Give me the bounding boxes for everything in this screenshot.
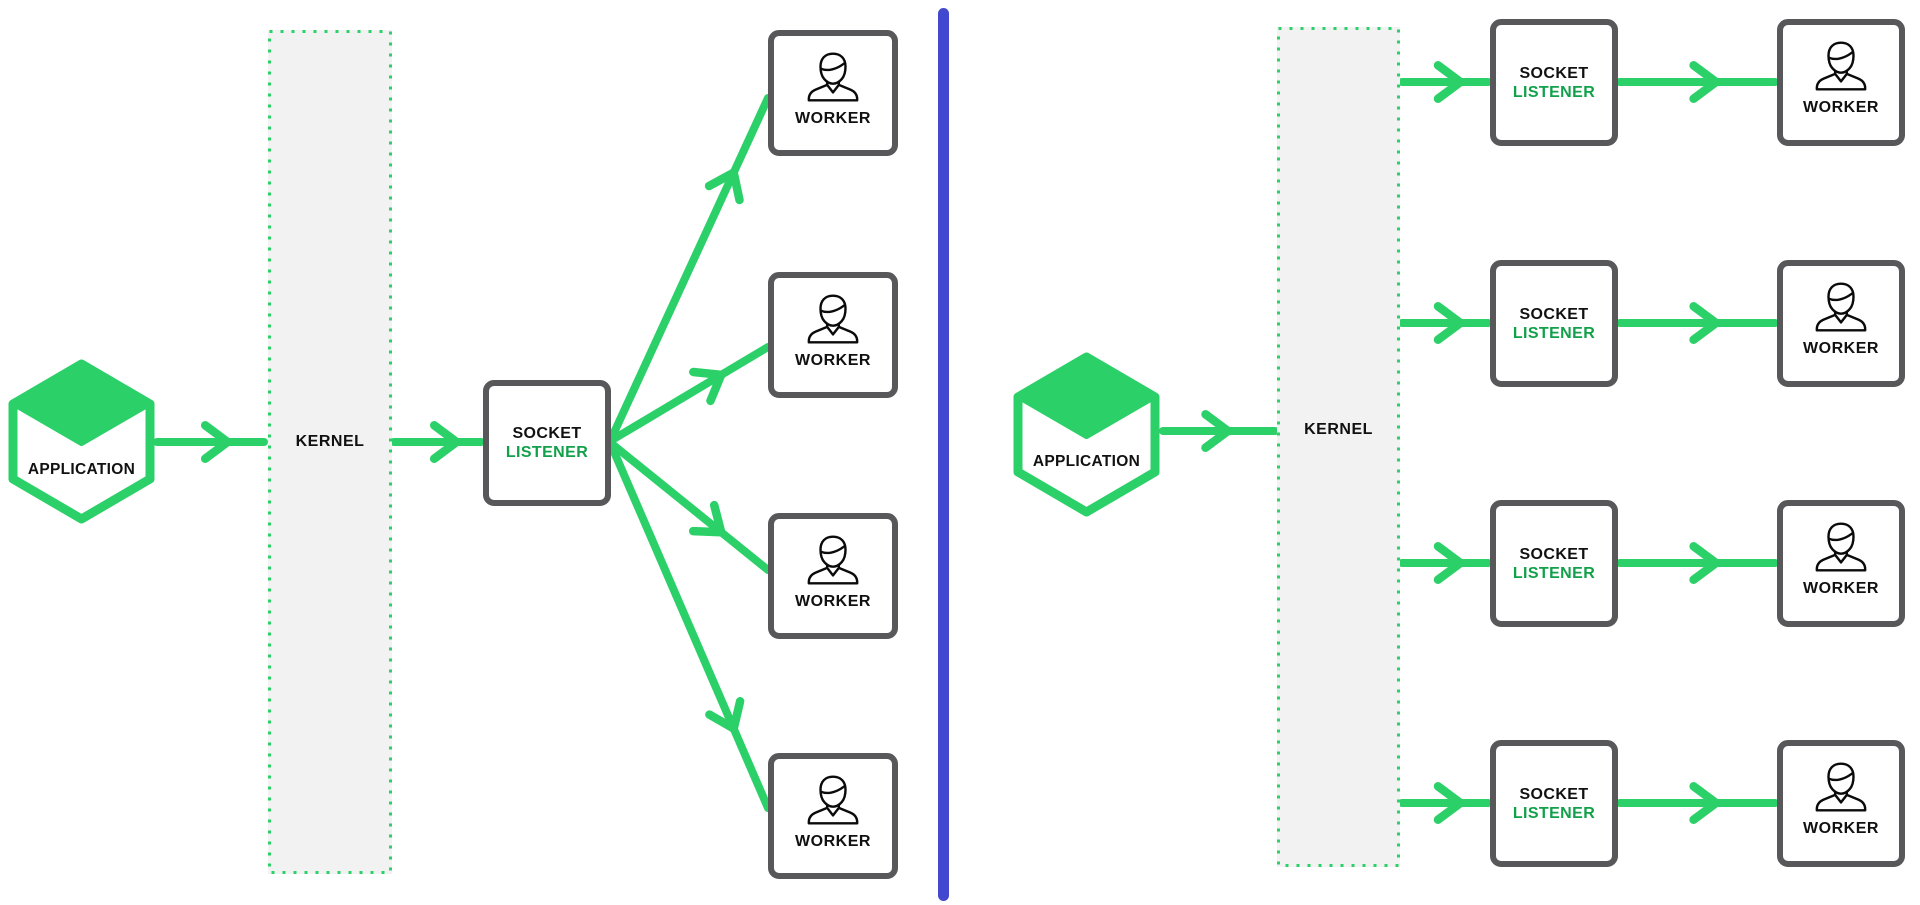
arrowhead-chevron-icon — [689, 367, 726, 406]
worker-person-icon — [807, 535, 859, 585]
arrow-connector — [1398, 61, 1492, 103]
worker-person-icon — [807, 775, 859, 825]
left-worker-box-4: WORKER — [768, 753, 898, 879]
arrow-connector — [1616, 61, 1779, 103]
worker-person-icon — [1815, 41, 1867, 91]
arrowhead-chevron-icon — [1689, 542, 1721, 584]
worker-label: WORKER — [1803, 820, 1879, 837]
arrow-connector — [608, 440, 772, 574]
socket-label: SOCKET — [1519, 785, 1589, 803]
arrowhead-chevron-icon — [200, 421, 232, 463]
right-socket-listener-box-1: SOCKET LISTENER — [1490, 19, 1618, 146]
worker-label: WORKER — [1803, 340, 1879, 357]
right-worker-box-4: WORKER — [1777, 740, 1905, 867]
arrow-connector — [608, 94, 772, 441]
arrowhead-chevron-icon — [704, 168, 744, 205]
arrowhead-chevron-icon — [1433, 782, 1465, 824]
right-application-node: APPLICATION — [1013, 352, 1160, 517]
arrowhead-chevron-icon — [1201, 410, 1233, 452]
right-worker-box-2: WORKER — [1777, 260, 1905, 387]
arrow-connector — [1616, 542, 1779, 584]
right-worker-box-3: WORKER — [1777, 500, 1905, 627]
arrowhead-chevron-icon — [429, 421, 461, 463]
dotted-border — [1277, 27, 1400, 867]
right-socket-listener-box-3: SOCKET LISTENER — [1490, 500, 1618, 627]
left-socket-listener-box: SOCKET LISTENER — [483, 380, 611, 506]
arrow-connector — [608, 343, 772, 444]
arrow-connector — [608, 443, 772, 812]
right-socket-listener-box-2: SOCKET LISTENER — [1490, 260, 1618, 387]
arrowhead-chevron-icon — [1433, 61, 1465, 103]
arrowhead-chevron-icon — [688, 500, 726, 537]
arrow-connector — [1616, 782, 1779, 824]
application-label: APPLICATION — [27, 461, 136, 478]
socket-label: SOCKET — [1519, 305, 1589, 323]
worker-person-icon — [1815, 282, 1867, 332]
listener-label: LISTENER — [1512, 564, 1596, 582]
listener-label: LISTENER — [505, 444, 589, 461]
right-kernel-strip: KERNEL — [1277, 27, 1400, 867]
worker-label: WORKER — [795, 352, 871, 369]
arrow-connector — [1159, 410, 1279, 452]
kernel-label: KERNEL — [295, 433, 365, 450]
left-worker-box-1: WORKER — [768, 30, 898, 156]
arrowhead-chevron-icon — [1433, 302, 1465, 344]
arrowhead-chevron-icon — [1689, 302, 1721, 344]
socket-label: SOCKET — [1519, 64, 1589, 82]
left-worker-box-3: WORKER — [768, 513, 898, 639]
worker-label: WORKER — [795, 833, 871, 850]
socket-label: SOCKET — [1519, 545, 1589, 563]
worker-label: WORKER — [795, 110, 871, 127]
arrow-connector — [1398, 782, 1492, 824]
right-worker-box-1: WORKER — [1777, 19, 1905, 146]
worker-label: WORKER — [1803, 580, 1879, 597]
arrow-connector — [1616, 302, 1779, 344]
listener-label: LISTENER — [1512, 83, 1596, 101]
worker-person-icon — [807, 294, 859, 344]
dotted-border — [268, 30, 392, 874]
application-package-icon — [8, 359, 155, 524]
left-application-node: APPLICATION — [8, 358, 155, 525]
application-package-icon — [1013, 352, 1160, 517]
application-label: APPLICATION — [1032, 453, 1141, 470]
worker-label: WORKER — [795, 593, 871, 610]
arrow-connector — [153, 421, 268, 463]
listener-label: LISTENER — [1512, 804, 1596, 822]
left-kernel-strip: KERNEL — [268, 30, 392, 874]
arrowhead-chevron-icon — [705, 697, 745, 733]
worker-label: WORKER — [1803, 99, 1879, 116]
arrow-connector — [1398, 542, 1492, 584]
worker-person-icon — [1815, 762, 1867, 812]
arrow-connector — [1398, 302, 1492, 344]
arrowhead-chevron-icon — [1689, 782, 1721, 824]
listener-label: LISTENER — [1512, 324, 1596, 342]
worker-person-icon — [807, 52, 859, 102]
left-worker-box-2: WORKER — [768, 272, 898, 398]
arrowhead-chevron-icon — [1689, 61, 1721, 103]
right-socket-listener-box-4: SOCKET LISTENER — [1490, 740, 1618, 867]
panel-divider — [938, 8, 949, 901]
arrow-connector — [390, 421, 485, 463]
socket-label: SOCKET — [512, 425, 582, 442]
kernel-label: KERNEL — [1304, 421, 1373, 438]
worker-person-icon — [1815, 522, 1867, 572]
arrowhead-chevron-icon — [1433, 542, 1465, 584]
